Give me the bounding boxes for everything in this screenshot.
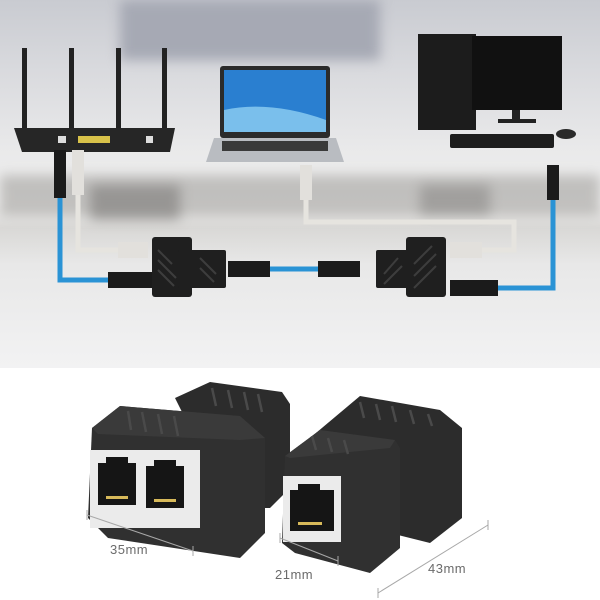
laptop-icon — [206, 66, 344, 162]
background-shelf — [90, 185, 180, 220]
network-scene — [0, 0, 600, 368]
scene-illustration — [14, 34, 576, 297]
splitter-dual-port-view — [88, 382, 290, 558]
width-dimension-label: 35mm — [110, 542, 149, 557]
splitter-left — [152, 237, 226, 297]
length-dimension-label: 43mm — [428, 561, 467, 576]
cables — [57, 190, 556, 291]
background-shelf — [420, 185, 490, 215]
router-icon — [14, 48, 175, 152]
product-photo: 35mm 21mm 43mm — [0, 368, 600, 600]
desktop-pc-icon — [418, 34, 576, 148]
dimension-lines — [86, 510, 489, 598]
rj45-plugs — [54, 150, 559, 296]
splitter-single-port-view — [282, 396, 462, 573]
height-dimension-label: 21mm — [275, 567, 314, 582]
rj45-port-icon — [290, 484, 334, 531]
product-illustration — [86, 382, 489, 598]
splitter-right — [376, 237, 446, 297]
rj45-port-icon — [98, 457, 184, 508]
